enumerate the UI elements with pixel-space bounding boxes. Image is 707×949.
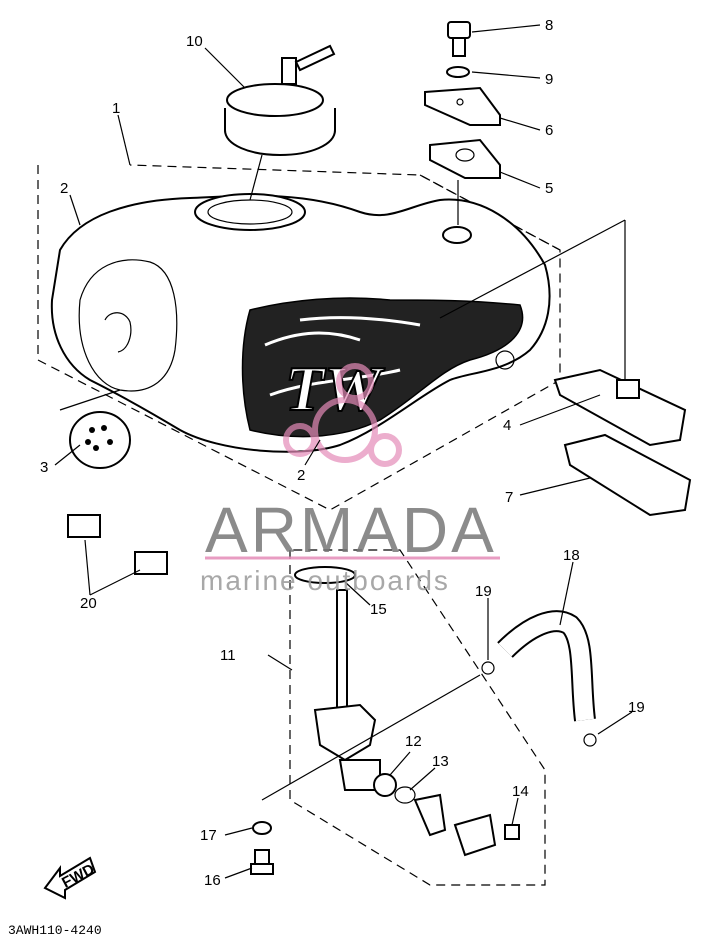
callout-8: 8 — [545, 17, 553, 34]
callout-5: 5 — [545, 180, 553, 197]
cock-screw — [504, 824, 520, 840]
fuel-cap — [224, 44, 336, 201]
watermark-tagline: marine outboards — [200, 565, 450, 596]
callout-17: 17 — [200, 827, 217, 844]
bracket-lower — [429, 138, 501, 179]
callout-19-upper: 19 — [475, 583, 492, 600]
fwd-arrow: FWD — [43, 856, 97, 900]
cock-bolt — [250, 849, 274, 875]
cock-gasket — [373, 773, 397, 797]
fuel-cock-assembly-outline — [289, 549, 546, 886]
watermark: ARMADA marine outboards — [200, 494, 500, 596]
washer — [446, 66, 470, 78]
callout-2-upper: 2 — [60, 180, 68, 197]
callout-20: 20 — [80, 595, 97, 612]
callout-labels: 10 8 9 6 5 1 2 4 3 2 7 20 18 19 15 11 19… — [40, 17, 645, 889]
cock-o-ring — [394, 786, 416, 804]
fuel-tank: TW — [50, 193, 551, 453]
diagram-code: 3AWH110-4240 — [8, 923, 102, 938]
callout-6: 6 — [545, 122, 553, 139]
callout-15: 15 — [370, 601, 387, 618]
cock-plate — [453, 813, 497, 857]
watermark-logo — [283, 363, 402, 467]
bolt — [447, 21, 471, 57]
bracket-upper — [424, 86, 501, 126]
callout-3: 3 — [40, 459, 48, 476]
callout-16: 16 — [204, 872, 221, 889]
o-ring — [294, 566, 356, 584]
fuel-strainer-tube — [336, 589, 348, 711]
plate — [563, 433, 692, 517]
callout-14: 14 — [512, 783, 529, 800]
fuel-hose — [497, 610, 596, 722]
callout-13: 13 — [432, 753, 449, 770]
callout-7: 7 — [505, 489, 513, 506]
callout-12: 12 — [405, 733, 422, 750]
cock-lever — [413, 793, 447, 837]
pad-upper — [67, 514, 101, 538]
callout-11: 11 — [220, 647, 236, 664]
tank-grommet — [442, 226, 472, 244]
pad-lower — [134, 551, 168, 575]
callout-4: 4 — [503, 417, 511, 434]
rubber-damper — [69, 411, 131, 469]
seat-damper — [553, 368, 687, 447]
callout-18: 18 — [563, 547, 580, 564]
callout-10: 10 — [186, 33, 203, 50]
callout-2-lower: 2 — [297, 467, 305, 484]
leader-lines — [54, 24, 633, 879]
hose-clip-lower — [583, 733, 597, 747]
hose-clip-upper — [481, 661, 495, 675]
fuel-cock — [313, 703, 381, 791]
callout-19-lower: 19 — [628, 699, 645, 716]
callout-9: 9 — [545, 71, 553, 88]
cock-washer — [252, 821, 272, 835]
callout-1: 1 — [112, 100, 120, 117]
watermark-brand: ARMADA — [205, 494, 497, 566]
